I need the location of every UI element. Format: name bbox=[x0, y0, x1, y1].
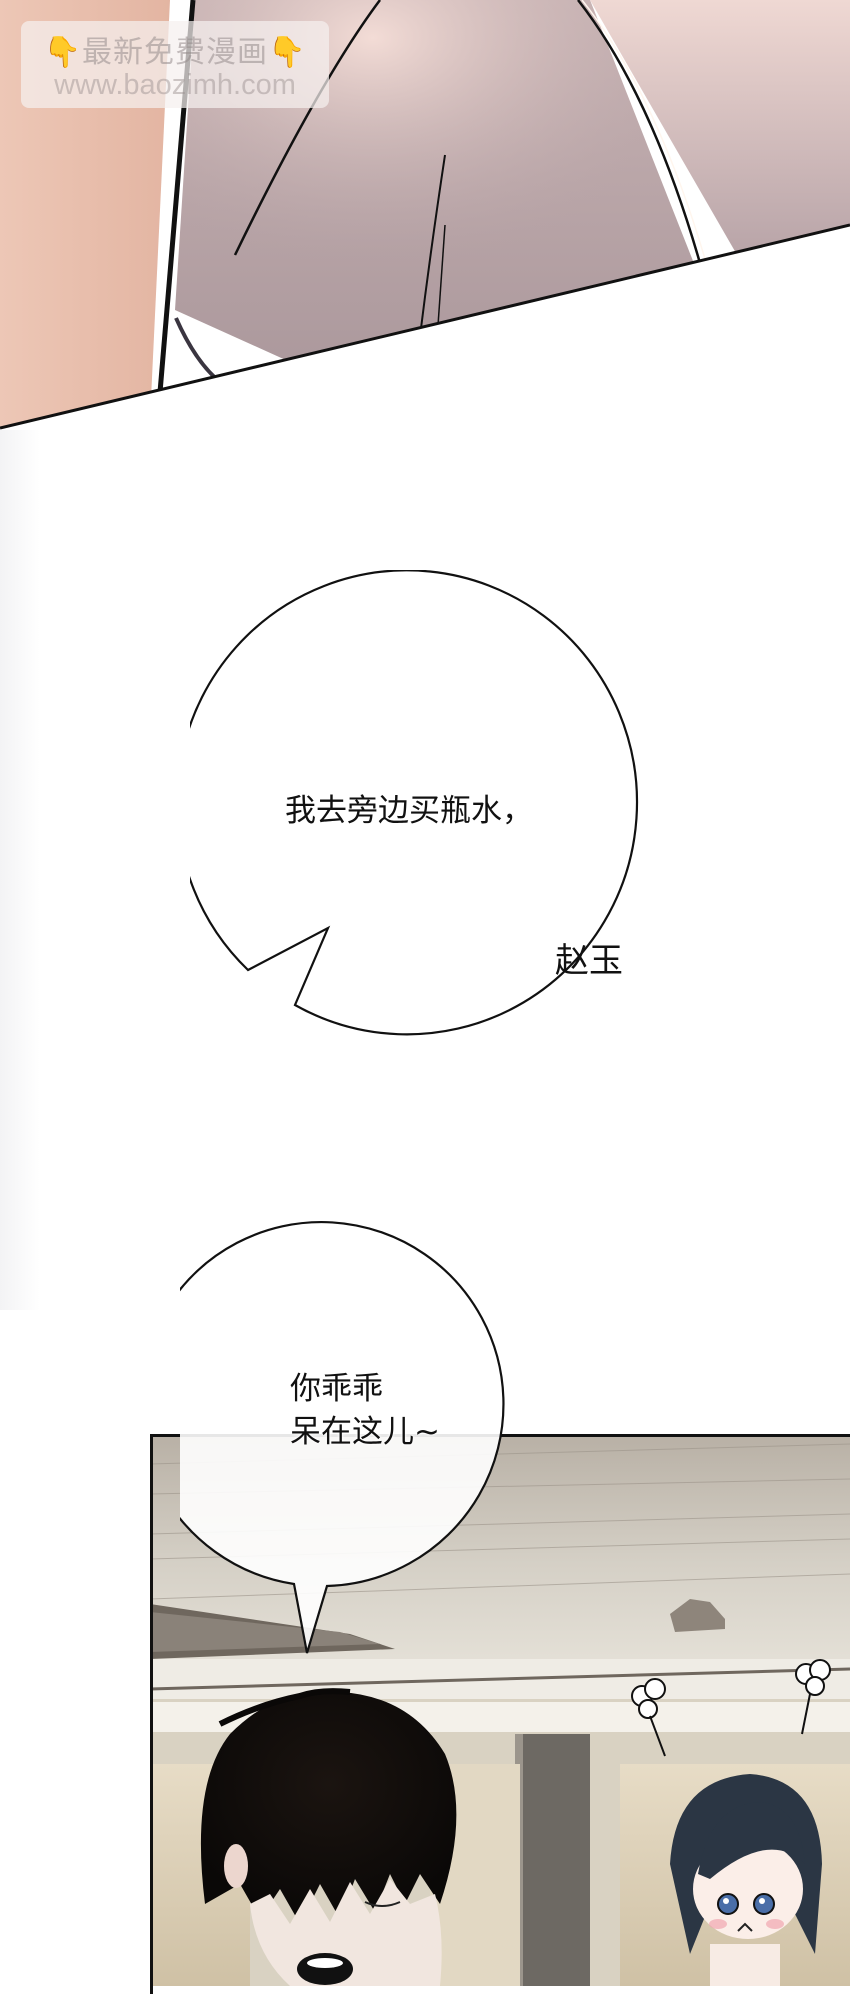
car-interior-illustration bbox=[150, 1434, 850, 1986]
pointing-down-hand-icon: 👇 bbox=[268, 35, 307, 70]
watermark-title-row: 👇最新免费漫画👇 bbox=[21, 27, 329, 71]
speech-bubble-2 bbox=[180, 1215, 550, 1660]
panel-car-interior bbox=[150, 1434, 850, 1994]
watermark-banner[interactable]: 👇最新免费漫画👇 www.baozimh.com bbox=[21, 21, 329, 108]
watermark-title: 最新免费漫画 bbox=[82, 35, 268, 70]
speech-bubble-1 bbox=[190, 570, 660, 1060]
speech-bubble-outline bbox=[180, 1221, 505, 1654]
faint-left-shading bbox=[0, 430, 40, 1310]
bubble-1-text: 我去旁边买瓶水， bbox=[285, 793, 533, 829]
pointing-down-hand-icon: 👇 bbox=[43, 35, 82, 70]
bubble-2-text-line-1: 你乖乖 bbox=[290, 1371, 383, 1407]
watermark-url[interactable]: www.baozimh.com bbox=[54, 69, 296, 101]
bubble-2-text-line-2: 呆在这儿~ bbox=[290, 1414, 440, 1450]
steam-puff-left bbox=[631, 1678, 666, 1757]
speech-bubble-outline bbox=[190, 570, 660, 1060]
speaker-name-label: 赵玉 bbox=[555, 941, 623, 981]
steam-puff-right bbox=[795, 1659, 831, 1735]
